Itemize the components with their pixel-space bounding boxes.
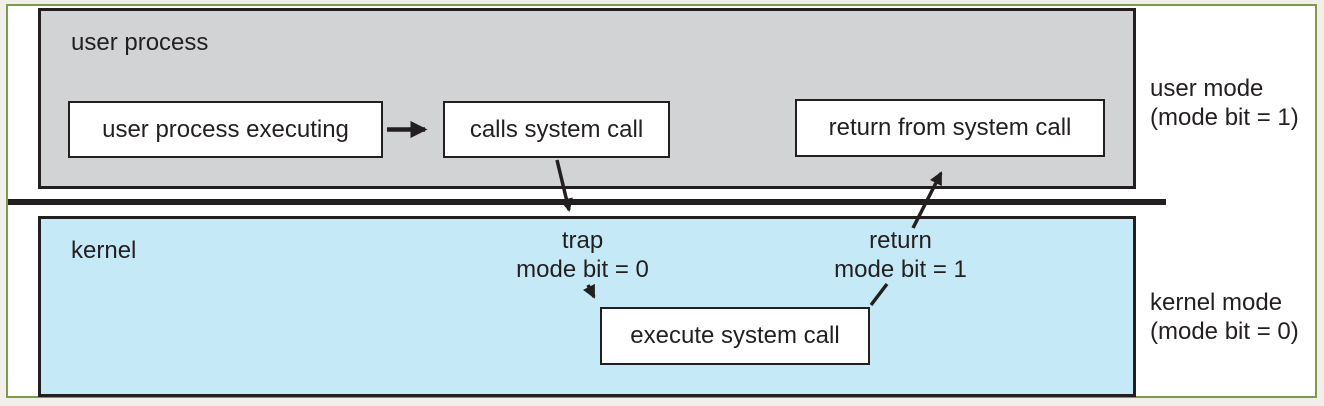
kernel-region-label: kernel xyxy=(71,237,137,264)
return-annotation: return mode bit = 1 xyxy=(788,226,1013,284)
node-return-from-system-call: return from system call xyxy=(795,99,1105,157)
kernel-mode-label: kernel mode (mode bit = 0) xyxy=(1150,288,1299,346)
trap-annotation-line2: mode bit = 0 xyxy=(516,256,649,283)
kernel-region: kernel xyxy=(38,216,1136,397)
return-annotation-line1: return xyxy=(869,227,932,254)
user-mode-label-line1: user mode xyxy=(1150,75,1264,102)
trap-annotation: trap mode bit = 0 xyxy=(470,226,695,284)
user-mode-label-line2: (mode bit = 1) xyxy=(1150,104,1299,131)
user-mode-label: user mode (mode bit = 1) xyxy=(1150,74,1299,132)
return-annotation-line2: mode bit = 1 xyxy=(834,256,967,283)
node-user-process-executing: user process executing xyxy=(68,101,383,158)
kernel-mode-label-line2: (mode bit = 0) xyxy=(1150,318,1299,345)
user-process-region: user process xyxy=(38,8,1136,189)
node-execute-system-call: execute system call xyxy=(600,307,870,365)
kernel-mode-label-line1: kernel mode xyxy=(1150,289,1283,316)
mode-boundary-line xyxy=(8,199,1166,205)
user-process-region-label: user process xyxy=(71,29,209,56)
trap-annotation-line1: trap xyxy=(561,227,604,254)
node-calls-system-call: calls system call xyxy=(443,101,670,158)
